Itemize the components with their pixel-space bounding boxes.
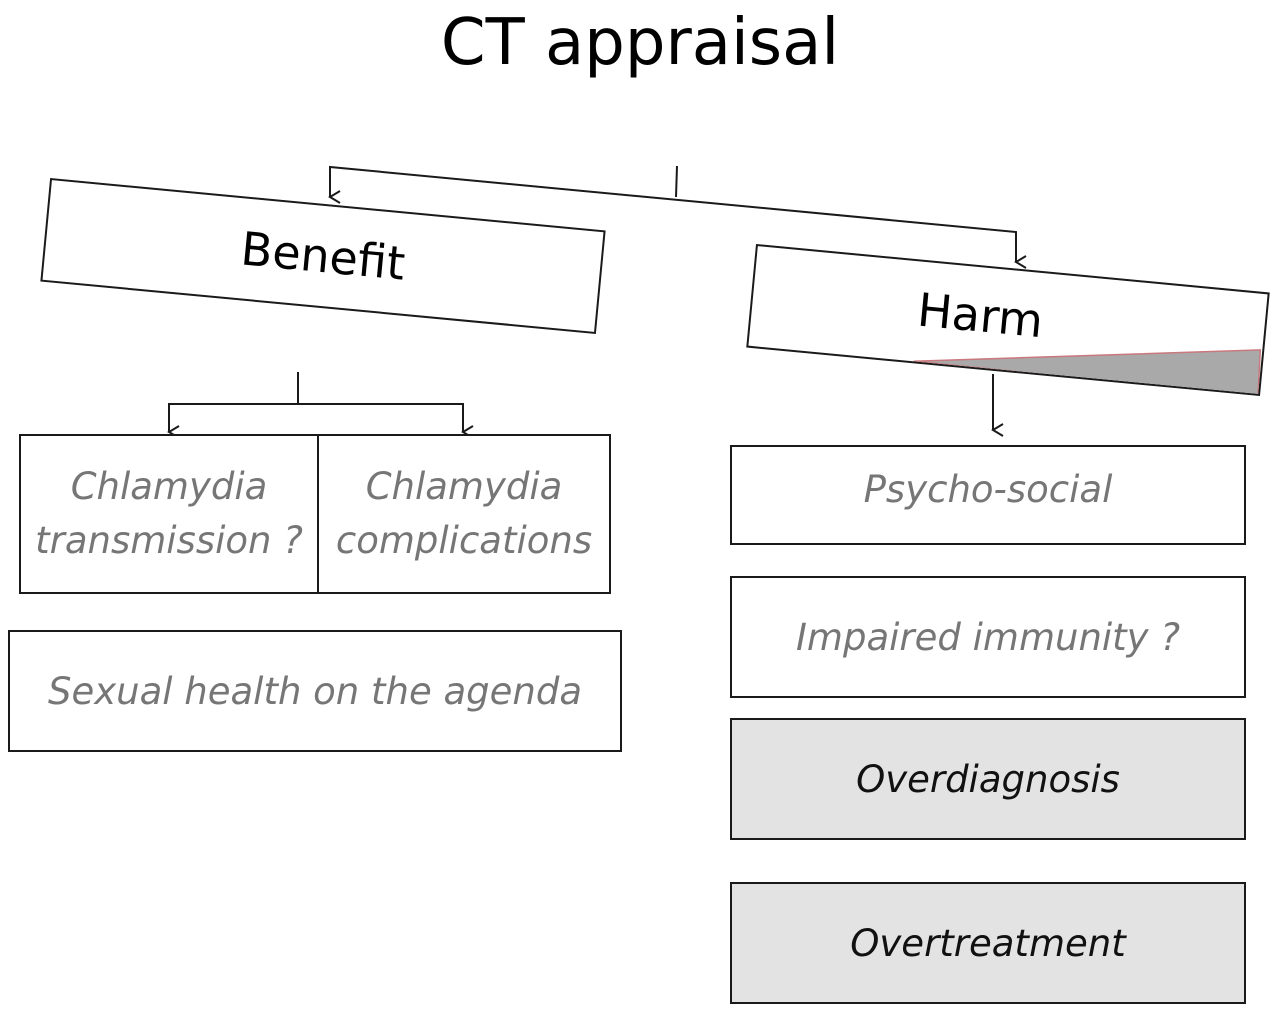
overtreatment-label: Overtreatment (850, 921, 1126, 965)
chlamydia-transmission-box: Chlamydia transmission ? (19, 434, 319, 594)
chlamydia-transmission-label: Chlamydia transmission ? (35, 465, 303, 562)
root-stem (675, 165, 678, 198)
diagram-title: CT appraisal (440, 6, 840, 80)
overtreatment-box: Overtreatment (730, 882, 1246, 1004)
benefit-label: Benefit (238, 221, 408, 291)
overdiagnosis-box: Overdiagnosis (730, 718, 1246, 840)
psychosocial-label: Psycho-social (863, 467, 1113, 511)
overdiagnosis-label: Overdiagnosis (856, 757, 1120, 801)
benefit-split-bar (168, 403, 464, 432)
psychosocial-box: Psycho-social (730, 445, 1246, 545)
chlamydia-complications-box: Chlamydia complications (317, 434, 611, 594)
impaired-immunity-label: Impaired immunity ? (796, 615, 1180, 659)
impaired-immunity-box: Impaired immunity ? (730, 576, 1246, 698)
harm-box: Harm (746, 243, 1270, 397)
sexual-health-agenda-label: Sexual health on the agenda (47, 669, 583, 713)
chlamydia-complications-label: Chlamydia complications (335, 465, 593, 562)
sexual-health-agenda-box: Sexual health on the agenda (8, 630, 622, 752)
